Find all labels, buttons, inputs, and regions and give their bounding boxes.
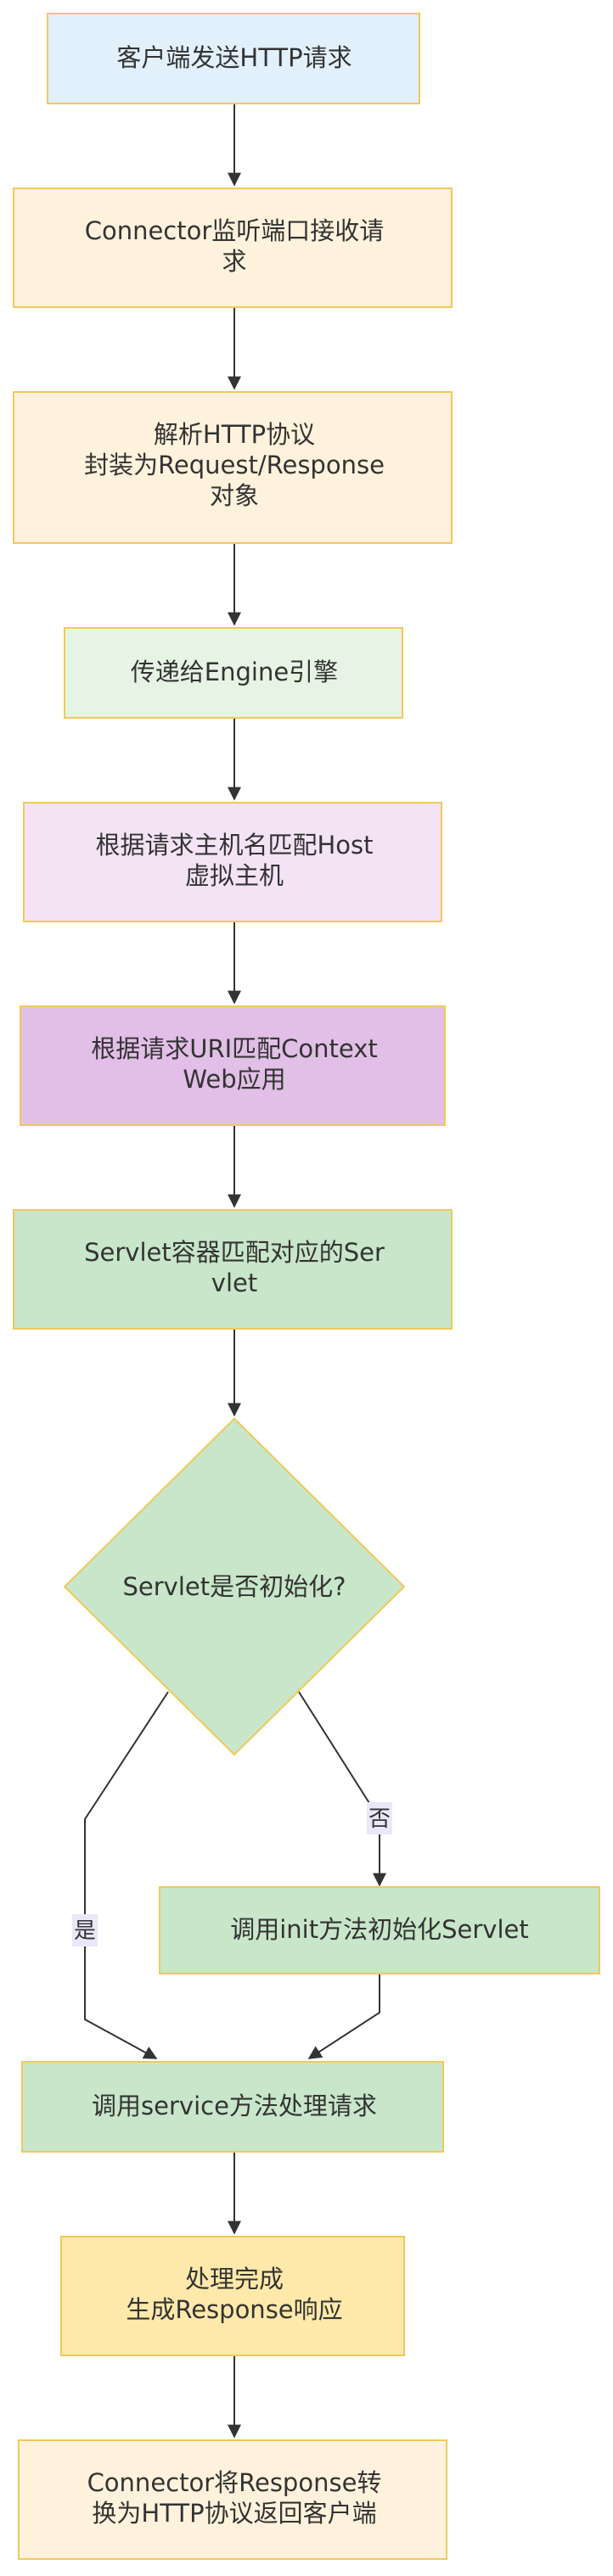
node-call-service-label: 调用service方法处理请求 <box>92 2092 377 2120</box>
node-call-service-box <box>21 2061 444 2153</box>
decision-servlet-initialized: Servlet是否初始化? <box>63 1417 406 1756</box>
edge-label-no-bg <box>367 1802 392 1834</box>
node-match-host-box <box>23 802 442 922</box>
node-generate-response-line1: 处理完成 <box>185 2265 284 2293</box>
node-pass-engine-box <box>64 627 403 719</box>
node-match-context-box <box>20 1005 446 1126</box>
node-connector-listen-box <box>13 188 453 308</box>
node-parse-http-line2: 封装为Request/Response <box>84 451 385 479</box>
edge-label-no: 否 <box>367 1802 392 1834</box>
edge-label-yes-bg <box>72 1914 98 1946</box>
node-client-send: 客户端发送HTTP请求 <box>47 13 420 104</box>
node-match-context: 根据请求URI匹配Context Web应用 <box>20 1005 446 1126</box>
node-match-servlet-box <box>13 1209 453 1330</box>
node-match-context-line1: 根据请求URI匹配Context <box>91 1034 378 1063</box>
node-match-host: 根据请求主机名匹配Host 虚拟主机 <box>23 802 442 922</box>
node-generate-response: 处理完成 生成Response响应 <box>60 2236 405 2356</box>
node-call-service: 调用service方法处理请求 <box>21 2061 444 2153</box>
node-match-host-line2: 虚拟主机 <box>185 861 284 890</box>
node-generate-response-box <box>60 2236 405 2356</box>
node-generate-response-line2: 生成Response响应 <box>126 2295 342 2324</box>
node-parse-http: 解析HTTP协议 封装为Request/Response 对象 <box>13 391 453 544</box>
node-match-servlet: Servlet容器匹配对应的Ser vlet <box>13 1209 453 1330</box>
node-parse-http-line1: 解析HTTP协议 <box>154 420 315 449</box>
node-match-host-line1: 根据请求主机名匹配Host <box>95 831 373 860</box>
edge-label-yes-text: 是 <box>74 1918 96 1944</box>
node-match-servlet-line1: Servlet容器匹配对应的Ser <box>84 1238 385 1267</box>
node-call-init-box <box>159 1886 600 1974</box>
node-match-servlet-line2: vlet <box>211 1268 257 1297</box>
edge-d1-n8 <box>298 1691 386 1887</box>
node-match-context-line2: Web应用 <box>183 1065 285 1094</box>
node-parse-http-line3: 对象 <box>210 481 259 510</box>
node-return-client-line2: 换为HTTP协议返回客户端 <box>92 2499 376 2528</box>
node-parse-http-box <box>13 391 453 544</box>
node-client-send-box <box>47 13 420 104</box>
edge-label-yes: 是 <box>72 1914 98 1946</box>
node-return-client-line1: Connector将Response转 <box>87 2468 382 2497</box>
edge-label-no-text: 否 <box>368 1806 391 1832</box>
node-pass-engine: 传递给Engine引擎 <box>64 627 403 719</box>
node-pass-engine-label: 传递给Engine引擎 <box>131 658 338 686</box>
node-connector-listen-line1: Connector监听端口接收请 <box>85 216 385 245</box>
edge-n8-n9 <box>307 1974 380 2059</box>
node-client-send-label: 客户端发送HTTP请求 <box>116 43 351 72</box>
node-call-init-label: 调用init方法初始化Servlet <box>230 1915 528 1944</box>
node-connector-listen: Connector监听端口接收请 求 <box>13 188 453 308</box>
node-connector-listen-line2: 求 <box>222 247 246 276</box>
decision-servlet-initialized-diamond <box>63 1417 406 1756</box>
node-return-client-box <box>18 2439 447 2560</box>
edge-d1-n9 <box>84 1691 169 2059</box>
decision-servlet-initialized-label: Servlet是否初始化? <box>123 1572 346 1601</box>
node-return-client: Connector将Response转 换为HTTP协议返回客户端 <box>18 2439 447 2560</box>
node-call-init: 调用init方法初始化Servlet <box>159 1886 600 1974</box>
